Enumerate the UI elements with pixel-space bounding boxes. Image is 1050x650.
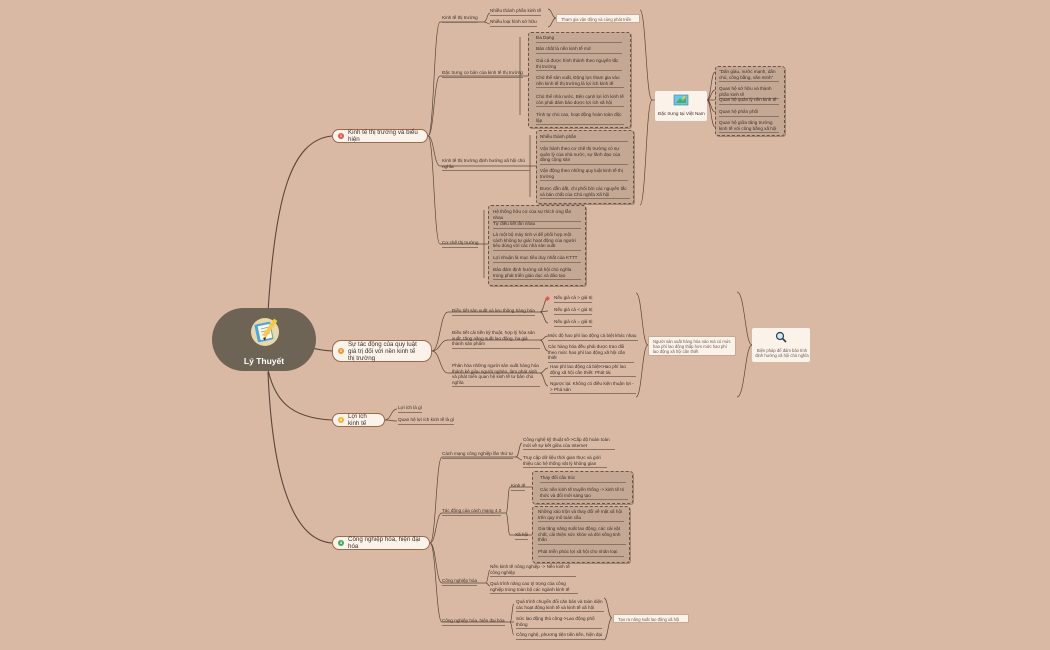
branch-label: Công nghiệp hóa, hiện đại hóa	[348, 536, 421, 550]
leaf[interactable]: Nếu giá cả > giá trị	[554, 295, 593, 303]
leaf[interactable]: Nhiều thành phần kinh tế	[490, 8, 542, 16]
result-card[interactable]: Biện pháp để đảm bảo tính định hướng xã …	[752, 328, 810, 362]
leaf[interactable]: Tính tự chủ cao, hoạt động hoàn toàn độc…	[536, 112, 624, 126]
leaf[interactable]: Quá trình năng cao tỷ trọng của công ngh…	[490, 581, 578, 595]
leaf[interactable]: Mức độ hao phí lao động cá biệt khác nha…	[548, 333, 638, 341]
leaf[interactable]: Nền kinh tế nông nghiệp -> Nền kinh tế c…	[490, 564, 576, 578]
leaf[interactable]: Lợi ích là gì	[398, 405, 422, 413]
leaf[interactable]: Những xáo trộn và thay đổi về mặt xã hội…	[538, 509, 624, 523]
warning-diamond-icon	[545, 296, 550, 301]
callout-note: Tham gia vận động và cùng phát triển	[556, 14, 640, 23]
callout-note: Người sản xuất hàng hóa nào mà có mức ha…	[648, 336, 736, 356]
leaf[interactable]: Nếu giá cả = giá trị	[554, 319, 593, 327]
branch-label: Sự tác động của quy luật giá trị đối với…	[348, 340, 417, 362]
leaf[interactable]: Được dẫn dắt, chi phối bởi các nguyên tắ…	[540, 186, 630, 200]
leaf[interactable]: Thay đổi cấu trúc	[540, 475, 626, 483]
vietnam-features-card[interactable]: Đặc trưng tại Việt Nam	[655, 91, 707, 121]
leaf[interactable]: Phát triển phúc lợi xã hội cho nhân loại	[538, 549, 624, 557]
topic-basic-features[interactable]: Đặc trưng cơ bản của kinh tế thị trường	[442, 70, 523, 78]
callout-note: Tạo ra năng suất lao động xã hội	[613, 614, 689, 623]
topic-socialist-oriented[interactable]: Kinh tế thị trường định hướng xã hội chủ…	[442, 158, 530, 172]
leaf[interactable]: Quan hệ giữa tăng trưởng kinh tế với côn…	[719, 120, 779, 134]
topic-market-economy[interactable]: Kinh tế thị trường	[442, 15, 478, 23]
leaf[interactable]: Hao phí lao động cá biệt<Hao phí lao độn…	[550, 364, 636, 378]
branch-label: Kinh tế thị trường và biểu hiện	[348, 129, 418, 143]
priority-3-icon: 3	[338, 417, 344, 423]
leaf[interactable]: Chủ thể sản xuất, Động lực tham gia vào …	[536, 75, 624, 89]
leaf[interactable]: Công nghệ kỹ thuật số->Cấp độ hoàn toàn …	[523, 437, 615, 451]
leaf[interactable]: Quan hệ phân phối	[719, 109, 779, 117]
leaf[interactable]: Gia tăng năng suất lao động, các cải vật…	[538, 526, 626, 545]
topic-industrialization[interactable]: Công nghiệp hóa	[442, 578, 477, 586]
leaf[interactable]: Bản chất là nền kinh tế mở	[536, 46, 622, 54]
topic-industrial-revolution[interactable]: Cách mạng công nghiệp lần thứ tư	[442, 451, 514, 459]
leaf[interactable]: Bảo đảm định hướng xã hội chủ nghĩa tron…	[493, 267, 581, 281]
leaf[interactable]: Là một bộ máy tinh vi để phối hợp một cá…	[493, 232, 581, 251]
branch-value-law[interactable]: 2 Sự tác động của quy luật giá trị đối v…	[332, 340, 432, 362]
leaf[interactable]: Giá cả được hình thành theo nguyên tắc t…	[536, 58, 622, 72]
leaf[interactable]: Vận động theo những quy luật kinh tế thị…	[540, 168, 628, 182]
group-box	[532, 506, 630, 563]
card-label: Đặc trưng tại Việt Nam	[658, 111, 705, 116]
leaf[interactable]: Hệ thống hữu cơ của sự thích ứng lẫn nha…	[493, 209, 581, 223]
leaf[interactable]: Công nghệ, phương tiện tiên tiến, hiện đ…	[516, 632, 604, 640]
topic-society[interactable]: Xã hội	[515, 532, 529, 540]
leaf[interactable]: Nhiều loại hình sở hữu	[490, 19, 537, 27]
priority-1-icon: 1	[338, 133, 344, 139]
priority-2-icon: 2	[338, 348, 344, 354]
root-label: Lý Thuyết	[243, 356, 285, 366]
leaf[interactable]: "Dân giàu, nước mạnh, dân chủ, công bằng…	[719, 69, 779, 83]
leaf[interactable]: Ngược lại: Không có điều kiện thuận lợi …	[550, 381, 636, 395]
leaf[interactable]: Chủ thể nhà nước, Bên cạnh lợi ích kinh …	[536, 94, 624, 108]
card-label: Biện pháp để đảm bảo tính định hướng xã …	[755, 348, 809, 358]
branch-industrialization[interactable]: 4 Công nghiệp hóa, hiện đại hóa	[332, 536, 430, 550]
leaf[interactable]: Các hàng hóa đều phải được trao đổi theo…	[548, 344, 634, 363]
group-box	[536, 130, 634, 204]
leaf[interactable]: Các nền kinh tế truyền thống -> kinh tế …	[540, 487, 628, 501]
group-box	[488, 205, 586, 286]
leaf[interactable]: Lợi nhuận là mục tiêu duy nhất của KTTT	[493, 255, 581, 263]
group-box	[528, 32, 631, 128]
leaf[interactable]: Đa Dạng	[536, 35, 622, 43]
leaf[interactable]: Quan hệ sở hữu và thành phần kinh tế	[719, 86, 779, 100]
topic-modernization[interactable]: Công nghiệp hóa, hiện đại hóa	[442, 618, 505, 626]
group-box	[715, 66, 785, 136]
leaf[interactable]: Quan hệ lợi ích kinh tế là gì	[398, 417, 455, 425]
topic-market-mechanism[interactable]: Cơ chế thị trường	[442, 240, 479, 248]
topic-differentiation[interactable]: Phân hóa những người sản xuất hàng hóa t…	[452, 363, 540, 388]
branch-label: Lợi ích kinh tế	[348, 413, 367, 427]
topic-economy[interactable]: Kinh tế	[511, 483, 526, 491]
leaf[interactable]: Sức lao động thủ công->Lao động phổ thôn…	[516, 616, 602, 630]
topic-regulate-production[interactable]: Điều tiết sản xuất và lưu thông hàng hóa	[452, 308, 535, 316]
leaf[interactable]: Quan hệ quản lý nền kinh tế	[719, 97, 779, 105]
branch-economic-interest[interactable]: 3 Lợi ích kinh tế	[332, 413, 385, 427]
topic-tech-improvement[interactable]: Điều tiết cải tiến kỹ thuật, hợp lý hóa …	[452, 330, 540, 349]
leaf[interactable]: Nhiều thành phần	[540, 134, 628, 142]
leaf[interactable]: Tự điều tiết lẫn nhau	[493, 221, 581, 229]
priority-4-icon: 4	[338, 540, 344, 546]
leaf[interactable]: Vận hành theo cơ chế thị trường có sự qu…	[540, 146, 628, 165]
group-box	[532, 471, 633, 504]
branch-market-economy[interactable]: 1 Kinh tế thị trường và biểu hiện	[332, 129, 428, 143]
leaf[interactable]: Nếu giá cả < giá trị	[554, 307, 593, 315]
leaf[interactable]: Quá trình chuyển đổi căn bản và toàn diệ…	[516, 599, 604, 613]
notebook-pencil-icon	[251, 318, 279, 346]
topic-impact-4-0[interactable]: Tác động của cách mạng 4.0	[442, 508, 502, 516]
flag-map-icon	[673, 94, 689, 106]
root-node[interactable]: Lý Thuyết	[212, 308, 316, 371]
leaf[interactable]: Truy cập dữ liệu thời gian thực và giới …	[523, 455, 607, 469]
magnifier-icon	[775, 331, 787, 343]
